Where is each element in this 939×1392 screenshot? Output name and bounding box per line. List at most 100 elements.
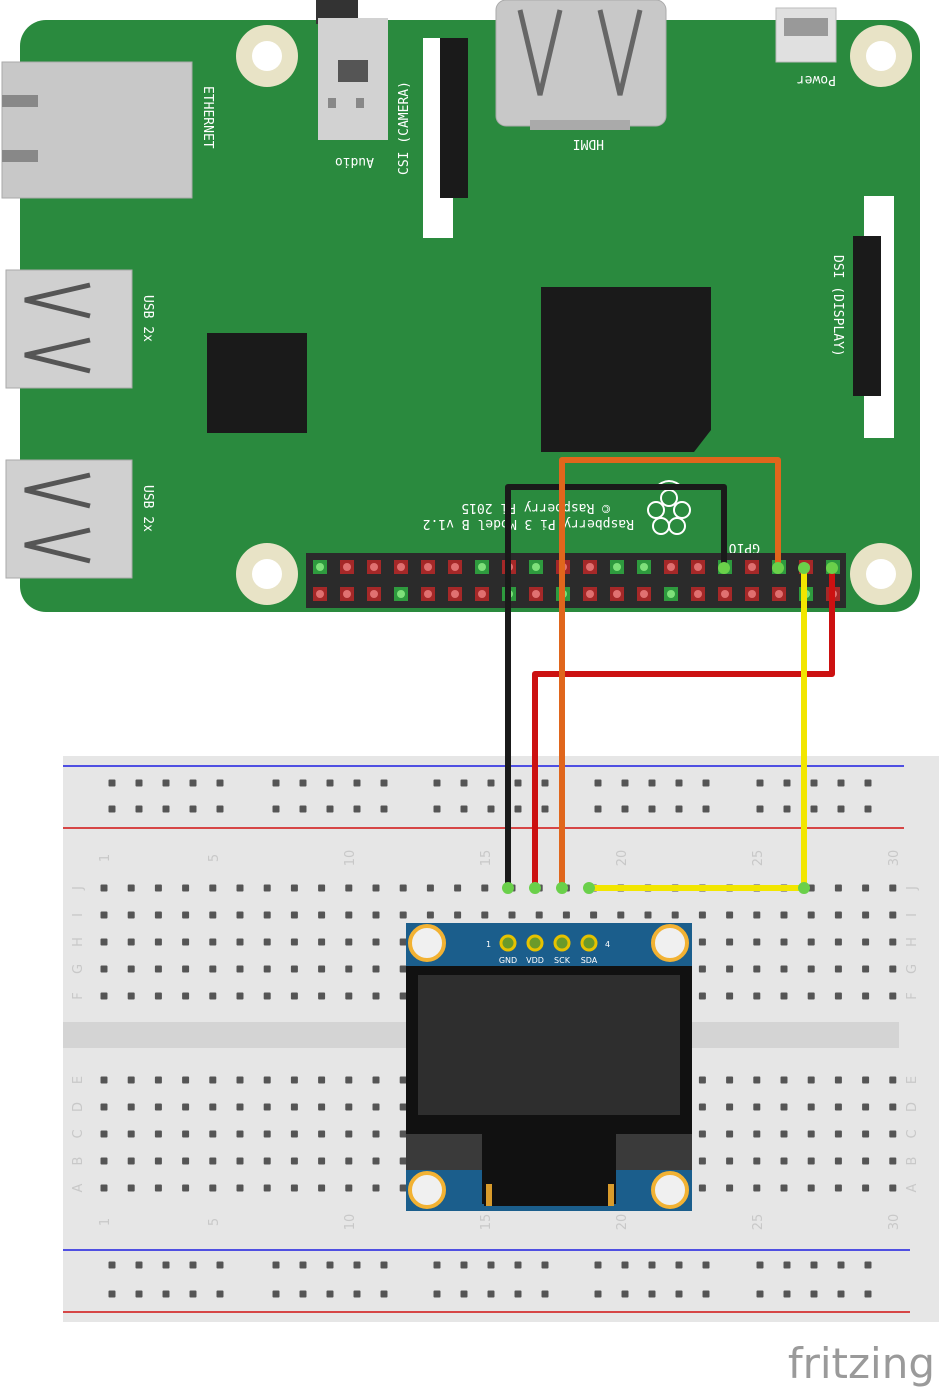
gpio-pin [421,587,435,601]
gpio-pin [394,587,408,601]
gpio-pin [340,560,354,574]
breadboard-hole [753,1184,761,1192]
gpio-pin [583,587,597,601]
breadboard-hole [353,1261,361,1269]
breadboard-row-label: D [905,1102,920,1112]
breadboard-hole [263,992,271,1000]
gpio-pin [421,560,435,574]
oled-pin-vdd: VDD [526,934,544,965]
breadboard-hole [209,1130,217,1138]
breadboard-col-label-top: 10 [343,850,358,867]
breadboard-hole [780,938,788,946]
breadboard-hole [345,1157,353,1165]
breadboard-hole [541,779,549,787]
breadboard-hole [514,1290,522,1298]
breadboard-row-label: D [71,1102,86,1112]
oled-mount-hole [651,1171,689,1209]
breadboard-hole [834,911,842,919]
gpio-pin [475,587,489,601]
breadboard-hole [399,1103,407,1111]
breadboard-hole [216,805,224,813]
breadboard-hole [698,965,706,973]
breadboard-hole [481,911,489,919]
breadboard-hole [460,779,468,787]
breadboard-hole [541,805,549,813]
breadboard-col-label-top: 30 [887,850,902,867]
breadboard-hole [399,1157,407,1165]
breadboard-hole [460,805,468,813]
breadboard-hole [837,805,845,813]
oled-pin-vdd-label: VDD [526,956,544,965]
breadboard-hole [487,1261,495,1269]
oled-mount-hole [408,1171,446,1209]
breadboard-hole [154,1103,162,1111]
breadboard-hole [780,965,788,973]
breadboard-hole [862,884,870,892]
breadboard-row-label: E [905,1076,920,1084]
breadboard-hole [372,965,380,973]
breadboard-hole [345,938,353,946]
gpio-pin [529,560,543,574]
breadboard-hole [621,1261,629,1269]
breadboard-hole [182,1076,190,1084]
breadboard-hole [783,779,791,787]
breadboard-row-label: H [71,937,86,947]
breadboard-hole [807,1103,815,1111]
breadboard-hole [162,779,170,787]
breadboard-hole [594,1261,602,1269]
breadboard-hole [756,779,764,787]
breadboard-hole [108,1261,116,1269]
breadboard-hole [127,1103,135,1111]
breadboard-hole [780,1130,788,1138]
breadboard-hole [318,1184,326,1192]
breadboard-hole [100,884,108,892]
csi-label: CSI (CAMERA) [397,81,412,175]
oled-mount-hole [651,924,689,962]
breadboard-row-label: A [71,1183,86,1192]
breadboard-hole [108,779,116,787]
breadboard-hole [236,1103,244,1111]
breadboard-hole [135,779,143,787]
breadboard-hole [318,911,326,919]
gnd-wire [505,484,727,891]
breadboard-hole [807,1130,815,1138]
breadboard-row-label: C [905,1129,920,1138]
wires [505,457,835,891]
breadboard-hole [702,1290,710,1298]
breadboard-hole [263,1130,271,1138]
breadboard-hole [675,779,683,787]
breadboard-hole [353,779,361,787]
breadboard-hole [127,1184,135,1192]
breadboard-hole [189,805,197,813]
breadboard-hole [698,1130,706,1138]
breadboard-row-label: J [71,886,86,891]
breadboard-hole [100,1130,108,1138]
breadboard-hole [318,938,326,946]
oled-module: 1 4 GND VDD SCK SDA [406,923,692,1211]
breadboard-hole [535,911,543,919]
breadboard-hole [326,805,334,813]
breadboard-hole [426,884,434,892]
breadboard-col-label-bottom: 15 [479,1214,494,1231]
breadboard-hole [182,1130,190,1138]
mounting-hole [850,25,912,87]
breadboard-hole [236,1184,244,1192]
breadboard-hole [810,805,818,813]
gpio-pin [691,587,705,601]
gpio-pin [745,587,759,601]
vdd-wire [532,565,835,891]
breadboard-hole [862,911,870,919]
breadboard-hole [783,1261,791,1269]
oled-pin-last: 4 [605,940,610,949]
breadboard-hole [236,992,244,1000]
breadboard-hole [345,884,353,892]
breadboard-hole [209,965,217,973]
dsi-label: DSI (DISPLAY) [830,255,845,357]
breadboard-hole [182,1184,190,1192]
breadboard-hole [345,1076,353,1084]
breadboard-hole [399,1130,407,1138]
breadboard-hole [807,965,815,973]
gpio-pin [313,587,327,601]
breadboard-hole [889,1157,897,1165]
breadboard-hole [834,1076,842,1084]
